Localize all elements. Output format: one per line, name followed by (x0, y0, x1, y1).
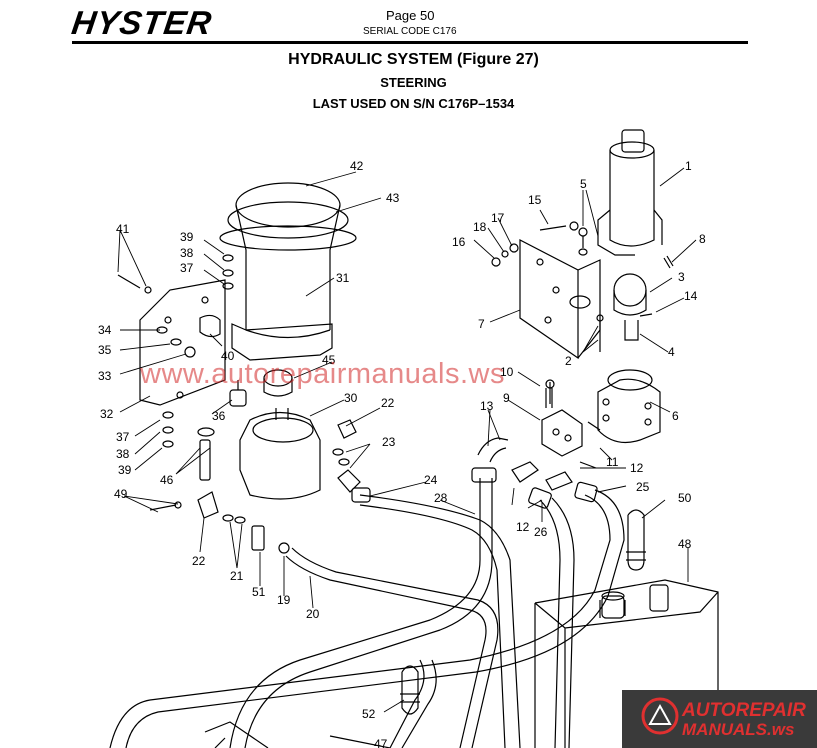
callout-39a: 39 (118, 463, 132, 477)
partial-parts-bottom (204, 721, 391, 748)
page-number: Page 50 (386, 8, 435, 23)
watermark-text: www.autorepairmanuals.ws (140, 358, 505, 390)
watermark-emblem-icon (641, 697, 679, 735)
callout-14: 14 (684, 289, 698, 303)
callout-13: 13 (480, 399, 494, 413)
callout-47: 47 (374, 737, 388, 748)
callout-48: 48 (678, 537, 692, 551)
callout-26: 26 (534, 525, 548, 539)
callout-18: 18 (473, 220, 487, 234)
callout-32: 32 (100, 407, 114, 421)
hydraulic-tank (534, 579, 719, 748)
callout-42: 42 (350, 159, 364, 173)
callout-19: 19 (277, 593, 291, 607)
callout-34: 34 (98, 323, 112, 337)
callout-51: 51 (252, 585, 266, 599)
callout-6: 6 (672, 409, 679, 423)
callout-1: 1 (685, 159, 692, 173)
callout-33: 33 (98, 369, 112, 383)
pump-assembly (219, 182, 357, 500)
callout-52: 52 (362, 707, 376, 721)
callout-3: 3 (678, 270, 685, 284)
figure-title: HYDRAULIC SYSTEM (Figure 27) (288, 51, 539, 68)
callout-8: 8 (699, 232, 706, 246)
watermark-logo-line1: AUTOREPAIR (682, 700, 806, 721)
callout-5: 5 (580, 177, 587, 191)
callout-43: 43 (386, 191, 400, 205)
callout-50: 50 (678, 491, 692, 505)
callout-17: 17 (491, 211, 505, 225)
callout-31: 31 (336, 271, 350, 285)
hose-clamp-52 (400, 665, 420, 715)
callout-40: 40 (221, 349, 235, 363)
small-hardware (117, 221, 674, 554)
callout-49: 49 (114, 487, 128, 501)
callout-46: 46 (160, 473, 174, 487)
callout-25: 25 (636, 480, 650, 494)
left-bracket (139, 279, 247, 407)
callout-38a: 38 (116, 447, 130, 461)
header-rule (72, 41, 748, 44)
callout-39b: 39 (180, 230, 194, 244)
callout-45: 45 (322, 353, 336, 367)
callout-15: 15 (528, 193, 542, 207)
page-header: HYSTER Page 50 SERIAL CODE C176 (0, 0, 817, 46)
callout-28: 28 (434, 491, 448, 505)
callout-22a: 22 (192, 554, 206, 568)
hydraulic-hoses (109, 478, 625, 748)
callout-24: 24 (424, 473, 438, 487)
callout-12b: 12 (516, 520, 530, 534)
steering-unit (541, 369, 661, 457)
hose-clamp-50 (626, 509, 646, 571)
callout-9: 9 (503, 391, 510, 405)
last-used-note: LAST USED ON S/N C176P–1534 (312, 96, 515, 111)
serial-code: SERIAL CODE C176 (363, 26, 457, 37)
callout-23: 23 (382, 435, 396, 449)
watermark-logo-line2: MANUALS.ws (682, 720, 795, 739)
callout-41: 41 (116, 222, 130, 236)
callout-37b: 37 (180, 261, 194, 275)
callout-10: 10 (500, 365, 514, 379)
steering-motor (597, 129, 663, 341)
callout-21: 21 (230, 569, 244, 583)
callout-2: 2 (565, 354, 572, 368)
callout-30: 30 (344, 391, 358, 405)
callout-12a: 12 (630, 461, 644, 475)
callout-7: 7 (478, 317, 485, 331)
callout-37a: 37 (116, 430, 130, 444)
callout-11: 11 (606, 455, 619, 469)
mounting-bracket (519, 239, 601, 360)
callout-36: 36 (212, 409, 226, 423)
callout-16: 16 (452, 235, 466, 249)
leader-lines (117, 167, 697, 713)
callout-20: 20 (306, 607, 320, 621)
callout-35: 35 (98, 343, 112, 357)
hose-fittings (351, 437, 598, 509)
callout-38b: 38 (180, 246, 194, 260)
callout-labels: 1 2 3 4 5 6 7 8 9 10 11 12 12 12 13 14 1… (98, 159, 706, 748)
callout-22b: 22 (381, 396, 395, 410)
callout-4: 4 (668, 345, 675, 359)
figure-subtitle: STEERING (380, 75, 447, 90)
